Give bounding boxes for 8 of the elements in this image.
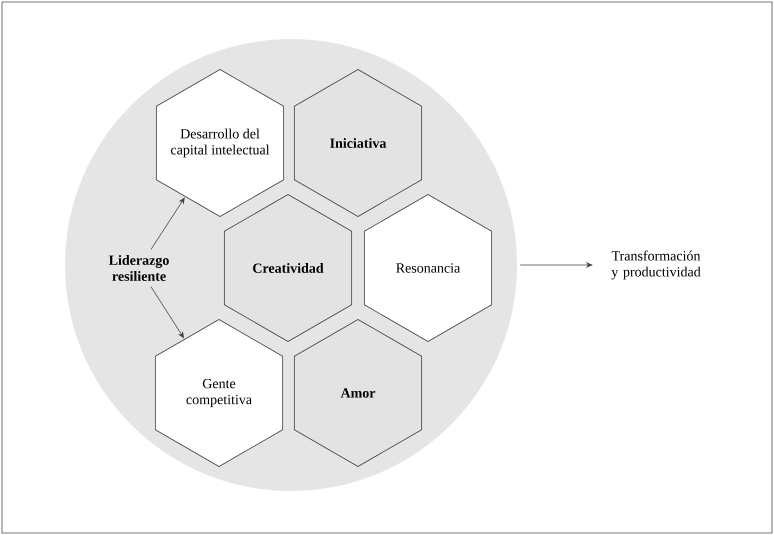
hexagon: Resonancia <box>364 194 492 342</box>
label-text: Liderazgo resiliente <box>108 255 169 281</box>
label-text: Transformación y productividad <box>611 250 701 280</box>
hexagon: Creatividad <box>224 194 352 342</box>
hexagon: Desarrollo del capital intelectual <box>156 69 284 217</box>
hexagon: Iniciativa <box>294 69 422 217</box>
hexagon: Amor <box>294 319 422 467</box>
hexagon: Gente competitiva <box>154 319 284 467</box>
